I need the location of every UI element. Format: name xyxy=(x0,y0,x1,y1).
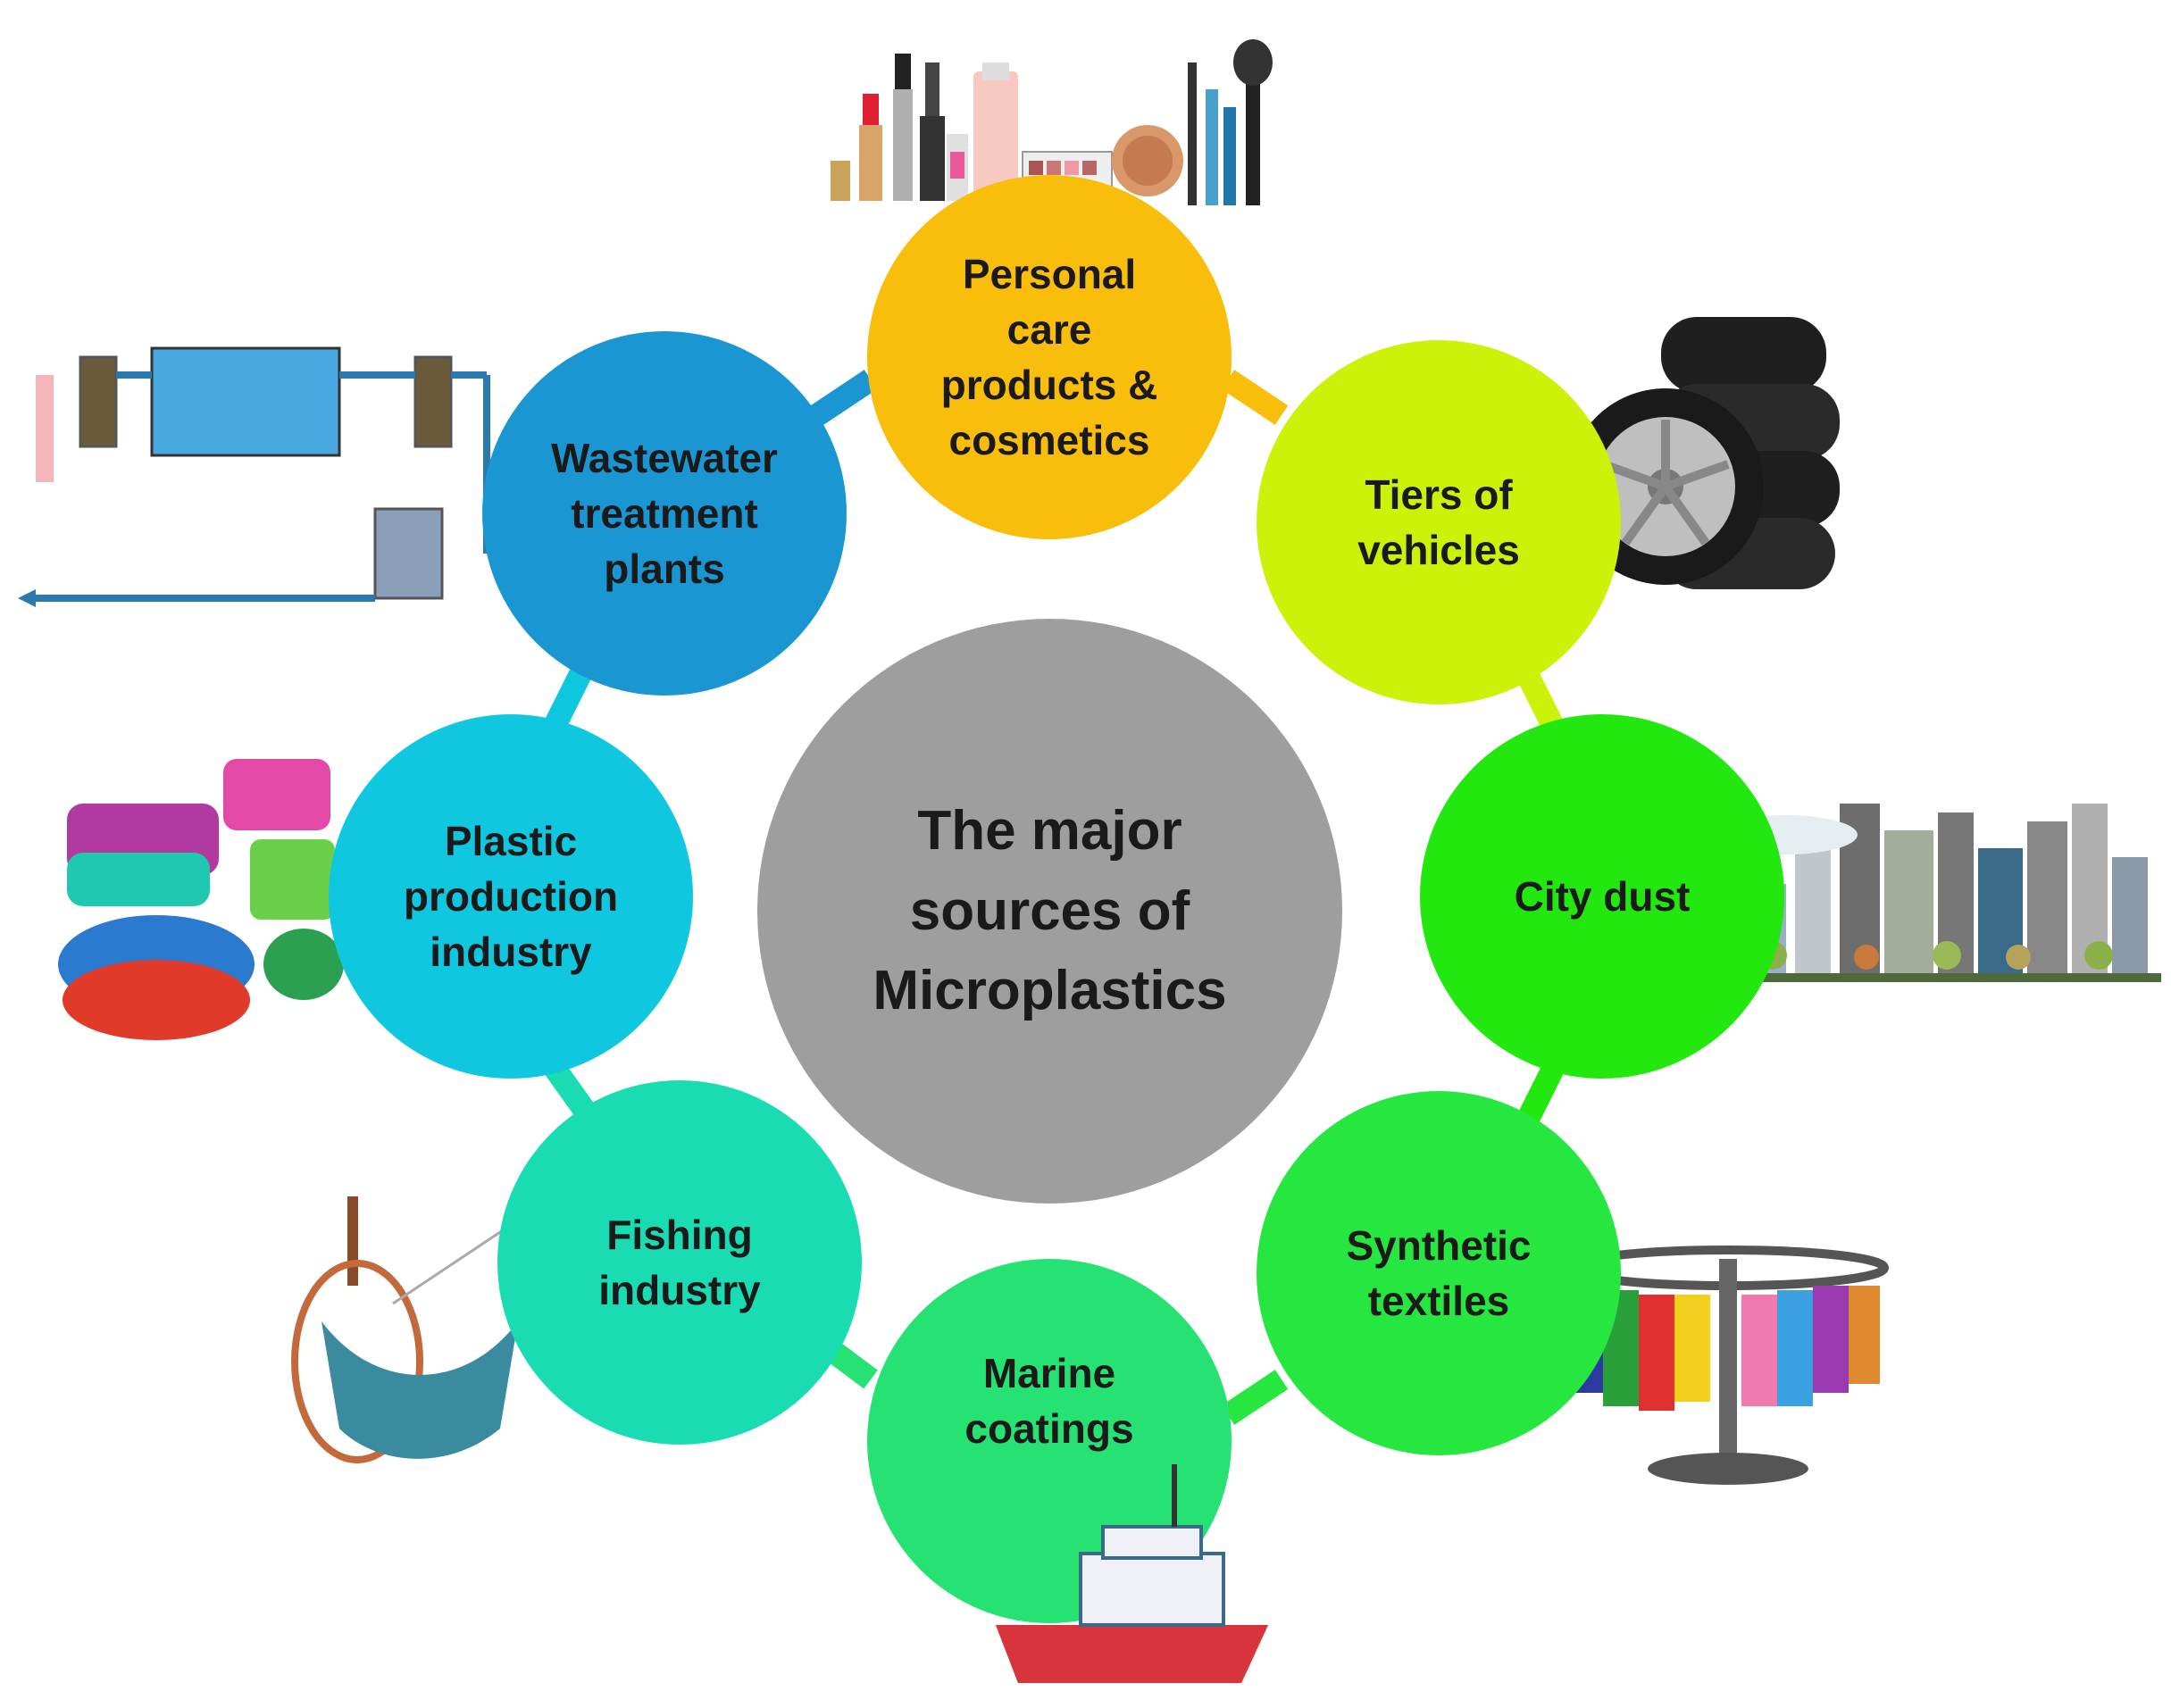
center-node: The major sources of Microplastics xyxy=(757,619,1342,1204)
node-personal-care: Personal care products & cosmetics xyxy=(867,175,1232,539)
node-marine-coatings-label: Marine coatings xyxy=(964,1349,1134,1452)
fishing-net-icon xyxy=(291,1195,555,1463)
cosmetics-icon xyxy=(831,39,1273,205)
node-city-dust: City dust xyxy=(1420,714,1784,1079)
node-fishing-industry-label: Fishing industry xyxy=(598,1211,761,1313)
node-wastewater-treatment: Wastewater treatment plants xyxy=(482,331,847,696)
node-tiers-of-vehicles-label: Tiers of vehicles xyxy=(1357,471,1520,573)
node-plastic-production: Plastic production industry xyxy=(329,714,693,1079)
connector-plastic-wastewater xyxy=(543,660,596,733)
node-personal-care-label: Personal care products & cosmetics xyxy=(940,250,1158,464)
wastewater-plant-icon xyxy=(18,346,490,607)
connector-textiles-marine xyxy=(1221,1370,1289,1425)
connector-personal-tiers xyxy=(1221,370,1289,425)
node-fishing-industry: Fishing industry xyxy=(497,1080,862,1445)
clothes-rack-icon xyxy=(1567,1246,1889,1485)
center-title: The major sources of Microplastics xyxy=(873,799,1227,1022)
node-plastic-production-label: Plastic production industry xyxy=(403,817,619,976)
connector-wastewater-personal xyxy=(810,370,878,425)
node-tiers-of-vehicles: Tiers of vehicles xyxy=(1257,340,1621,704)
plastic-containers-icon xyxy=(58,759,344,1040)
node-wastewater-treatment-label: Wastewater treatment plants xyxy=(551,434,778,593)
node-synthetic-textiles: Synthetic textiles xyxy=(1257,1091,1621,1455)
node-synthetic-textiles-label: Synthetic textiles xyxy=(1346,1221,1532,1324)
connector-marine-fishing xyxy=(828,1343,878,1389)
node-marine-coatings: Marine coatings xyxy=(867,1259,1232,1623)
node-city-dust-label: City dust xyxy=(1514,872,1691,920)
